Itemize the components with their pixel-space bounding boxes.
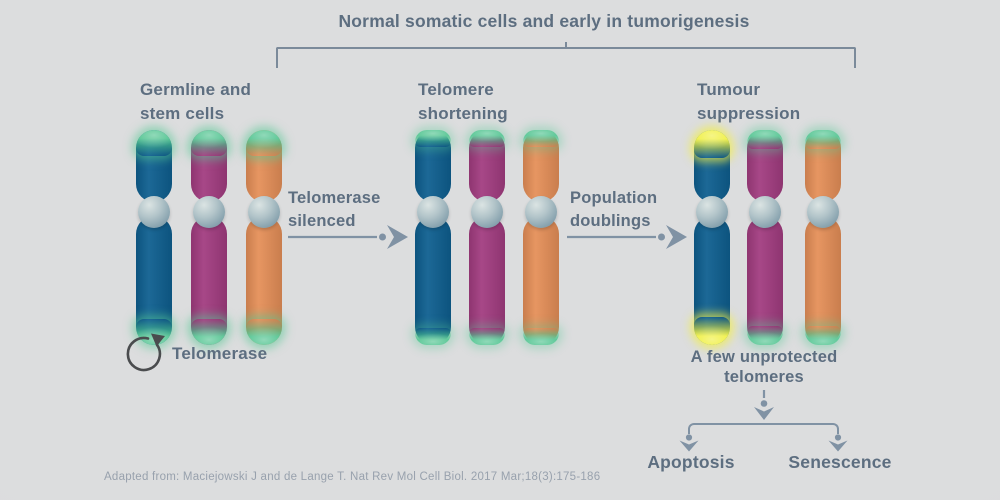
telomere-bottom (415, 328, 451, 345)
centromere (248, 196, 280, 228)
centromere (417, 196, 449, 228)
stage-label-telomere-shortening: Telomere shortening (418, 80, 508, 123)
chromosome (523, 130, 559, 345)
chromosome-arm (805, 216, 841, 345)
arrow-right-icon (288, 225, 408, 249)
telomere-bottom (469, 328, 505, 345)
centromere (696, 196, 728, 228)
citation-text: Adapted from: Maciejowski J and de Lange… (104, 471, 601, 483)
telomerase-label: Telomerase (172, 344, 268, 363)
centromere (807, 196, 839, 228)
telomere-top (805, 130, 841, 149)
top-bracket (276, 47, 856, 68)
chromosome-arm (136, 216, 172, 345)
centromere (193, 196, 225, 228)
centromere (471, 196, 503, 228)
arrow-down-icon (828, 430, 848, 452)
chromosome-arm (523, 130, 559, 202)
chromosome-arm (136, 130, 172, 202)
telomere-top (523, 130, 559, 147)
transition-label-telomerase-silenced: Telomerase silenced (288, 189, 381, 230)
telomere-top (246, 130, 282, 156)
chromosome-arm (246, 216, 282, 345)
chromosome-arm (694, 130, 730, 202)
stage-label-germline-stem-cells: Germline and stem cells (140, 80, 252, 123)
chromosome (747, 130, 783, 345)
chromosome-arm (246, 130, 282, 202)
arrow-right-icon (567, 225, 687, 249)
telomere-bottom-unprotected (694, 317, 730, 345)
telomere-top (469, 130, 505, 147)
diagram-title: Normal somatic cells and early in tumori… (338, 11, 750, 31)
chromosome-arm (469, 130, 505, 202)
telomere-top (191, 130, 227, 156)
telomere-top (136, 130, 172, 156)
chromosome (191, 130, 227, 345)
chromosome-arm (415, 216, 451, 345)
telomere-bottom (805, 326, 841, 345)
chromosome-arm (191, 130, 227, 202)
telomere-top (415, 130, 451, 147)
chromosome-arm (747, 130, 783, 202)
apoptosis-label: Apoptosis (647, 452, 735, 472)
unprotected-telomeres-label: A few unprotected telomeres (690, 348, 838, 386)
telomere-top-unprotected (694, 130, 730, 158)
chromosome-arm (523, 216, 559, 345)
telomere-top (747, 130, 783, 149)
chromosome (805, 130, 841, 345)
chromosome (469, 130, 505, 345)
senescence-label: Senescence (788, 452, 892, 472)
centromere (525, 196, 557, 228)
telomere-bottom (523, 328, 559, 345)
chromosome-arm (694, 216, 730, 345)
centromere (749, 196, 781, 228)
chromosome (415, 130, 451, 345)
telomere-bottom (246, 319, 282, 345)
chromosome-arm (415, 130, 451, 202)
telomerase-loop-icon (126, 333, 165, 372)
transition-label-population-doublings: Population doublings (570, 189, 658, 230)
telomere-bottom (191, 319, 227, 345)
chromosome (136, 130, 172, 345)
stage-label-tumour-suppression: Tumour suppression (697, 80, 801, 123)
chromosome (246, 130, 282, 345)
chromosome (694, 130, 730, 345)
chromosome-arm (469, 216, 505, 345)
chromosome-arm (747, 216, 783, 345)
chromosome-arm (191, 216, 227, 345)
branch-bracket (688, 423, 839, 434)
centromere (138, 196, 170, 228)
arrow-down-icon (679, 430, 699, 452)
arrow-down-icon (754, 390, 774, 420)
chromosome-arm (805, 130, 841, 202)
telomere-bottom (747, 326, 783, 345)
